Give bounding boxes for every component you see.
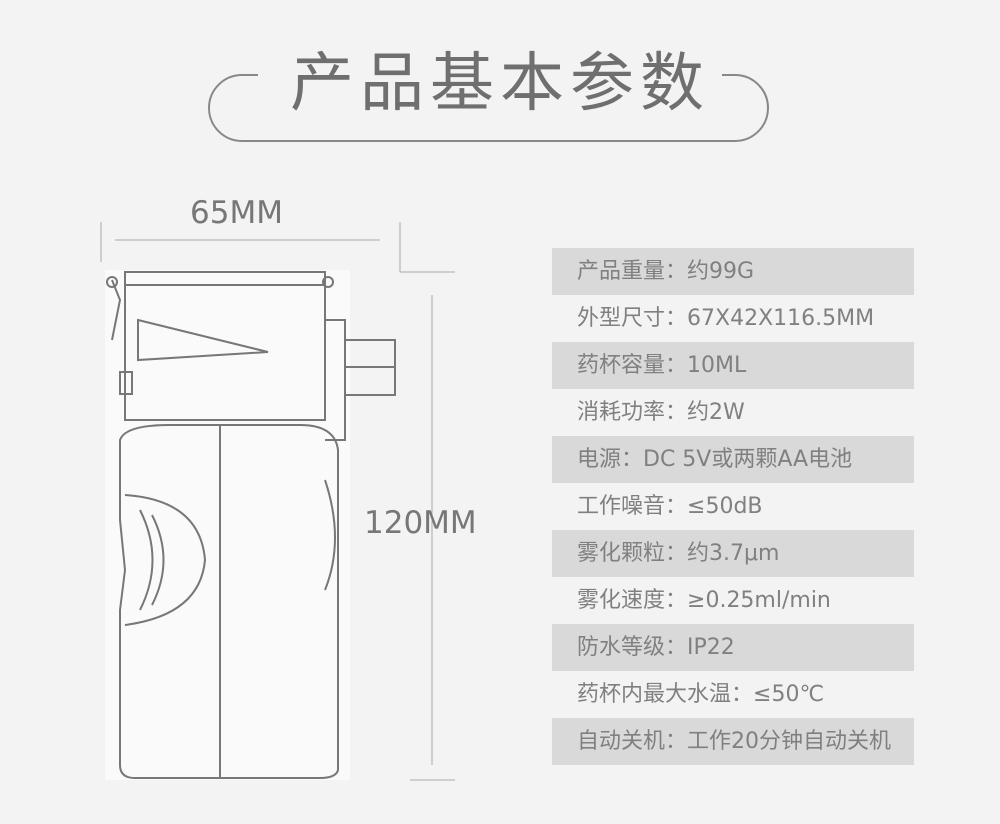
spec-label: 产品重量：	[577, 259, 688, 284]
spec-value: 67X42X116.5MM	[687, 306, 875, 331]
page-title: 产品基本参数	[290, 47, 710, 121]
spec-row-power-source: 电源：DC 5V或两颗AA电池	[552, 436, 914, 483]
spec-row-power: 消耗功率：约2W	[552, 389, 914, 436]
spec-label: 雾化颗粒：	[577, 541, 688, 566]
spec-label: 电源：	[577, 447, 644, 472]
spec-value: 约99G	[687, 259, 755, 284]
spec-value: IP22	[687, 635, 735, 660]
spec-value: DC 5V或两颗AA电池	[643, 447, 853, 472]
nebulizer-drawing	[105, 270, 396, 780]
spec-value: ≤50℃	[753, 682, 825, 707]
spec-label: 防水等级：	[577, 635, 688, 660]
spec-row-noise: 工作噪音：≤50dB	[552, 483, 914, 530]
spec-label: 消耗功率：	[577, 400, 688, 425]
spec-row-cup-capacity: 药杯容量：10ML	[552, 342, 914, 389]
spec-label: 工作噪音：	[577, 494, 688, 519]
spec-row-waterproof: 防水等级：IP22	[552, 624, 914, 671]
spec-value: ≥0.25ml/min	[687, 588, 831, 613]
spec-value: 10ML	[687, 353, 747, 378]
spec-value: 约3.7μm	[687, 541, 780, 566]
spec-value: 工作20分钟自动关机	[687, 729, 892, 754]
spec-row-particle-size: 雾化颗粒：约3.7μm	[552, 530, 914, 577]
spec-row-size: 外型尺寸：67X42X116.5MM	[552, 295, 914, 342]
spec-row-weight: 产品重量：约99G	[552, 248, 914, 295]
spec-value: ≤50dB	[687, 494, 763, 519]
spec-row-auto-shutoff: 自动关机：工作20分钟自动关机	[552, 718, 914, 765]
spec-label: 外型尺寸：	[577, 306, 688, 331]
width-dimension-label: 65MM	[190, 195, 283, 231]
spec-value: 约2W	[687, 400, 745, 425]
spec-label: 药杯容量：	[577, 353, 688, 378]
spec-label: 药杯内最大水温：	[577, 682, 754, 707]
spec-label: 自动关机：	[577, 729, 688, 754]
spec-table: 产品重量：约99G 外型尺寸：67X42X116.5MM 药杯容量：10ML 消…	[552, 248, 914, 765]
spec-row-nebulization-rate: 雾化速度：≥0.25ml/min	[552, 577, 914, 624]
spec-label: 雾化速度：	[577, 588, 688, 613]
spec-row-max-temp: 药杯内最大水温：≤50℃	[552, 671, 914, 718]
height-dimension-label: 120MM	[364, 505, 477, 541]
